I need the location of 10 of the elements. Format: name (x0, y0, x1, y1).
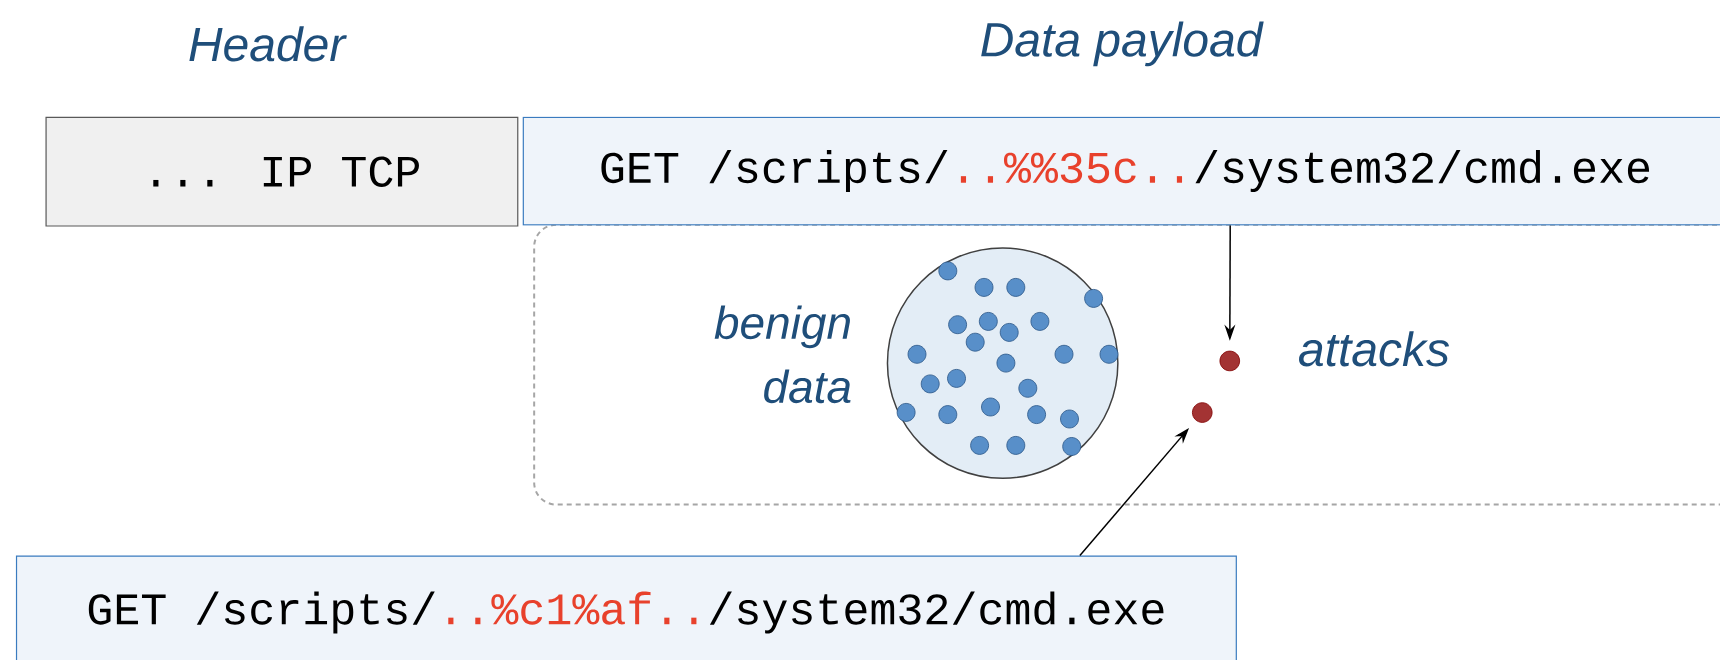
packet-box: GET /scripts/ ..%%35c.. /system32/cmd.exe (522, 116, 1720, 226)
attack-dot (1219, 350, 1240, 372)
packet-box: GET /scripts/ ..%c1%af.. /system32/cmd.exe (15, 555, 1237, 660)
heading: Header (189, 26, 347, 62)
dashed-region (533, 223, 1720, 506)
heading: Data payload (981, 21, 1264, 67)
attack-dot (1192, 402, 1213, 423)
packet-box: ... IP TCP (45, 116, 519, 227)
attacks-label: attacks (1299, 331, 1450, 367)
cluster-label: benign data (714, 305, 851, 404)
